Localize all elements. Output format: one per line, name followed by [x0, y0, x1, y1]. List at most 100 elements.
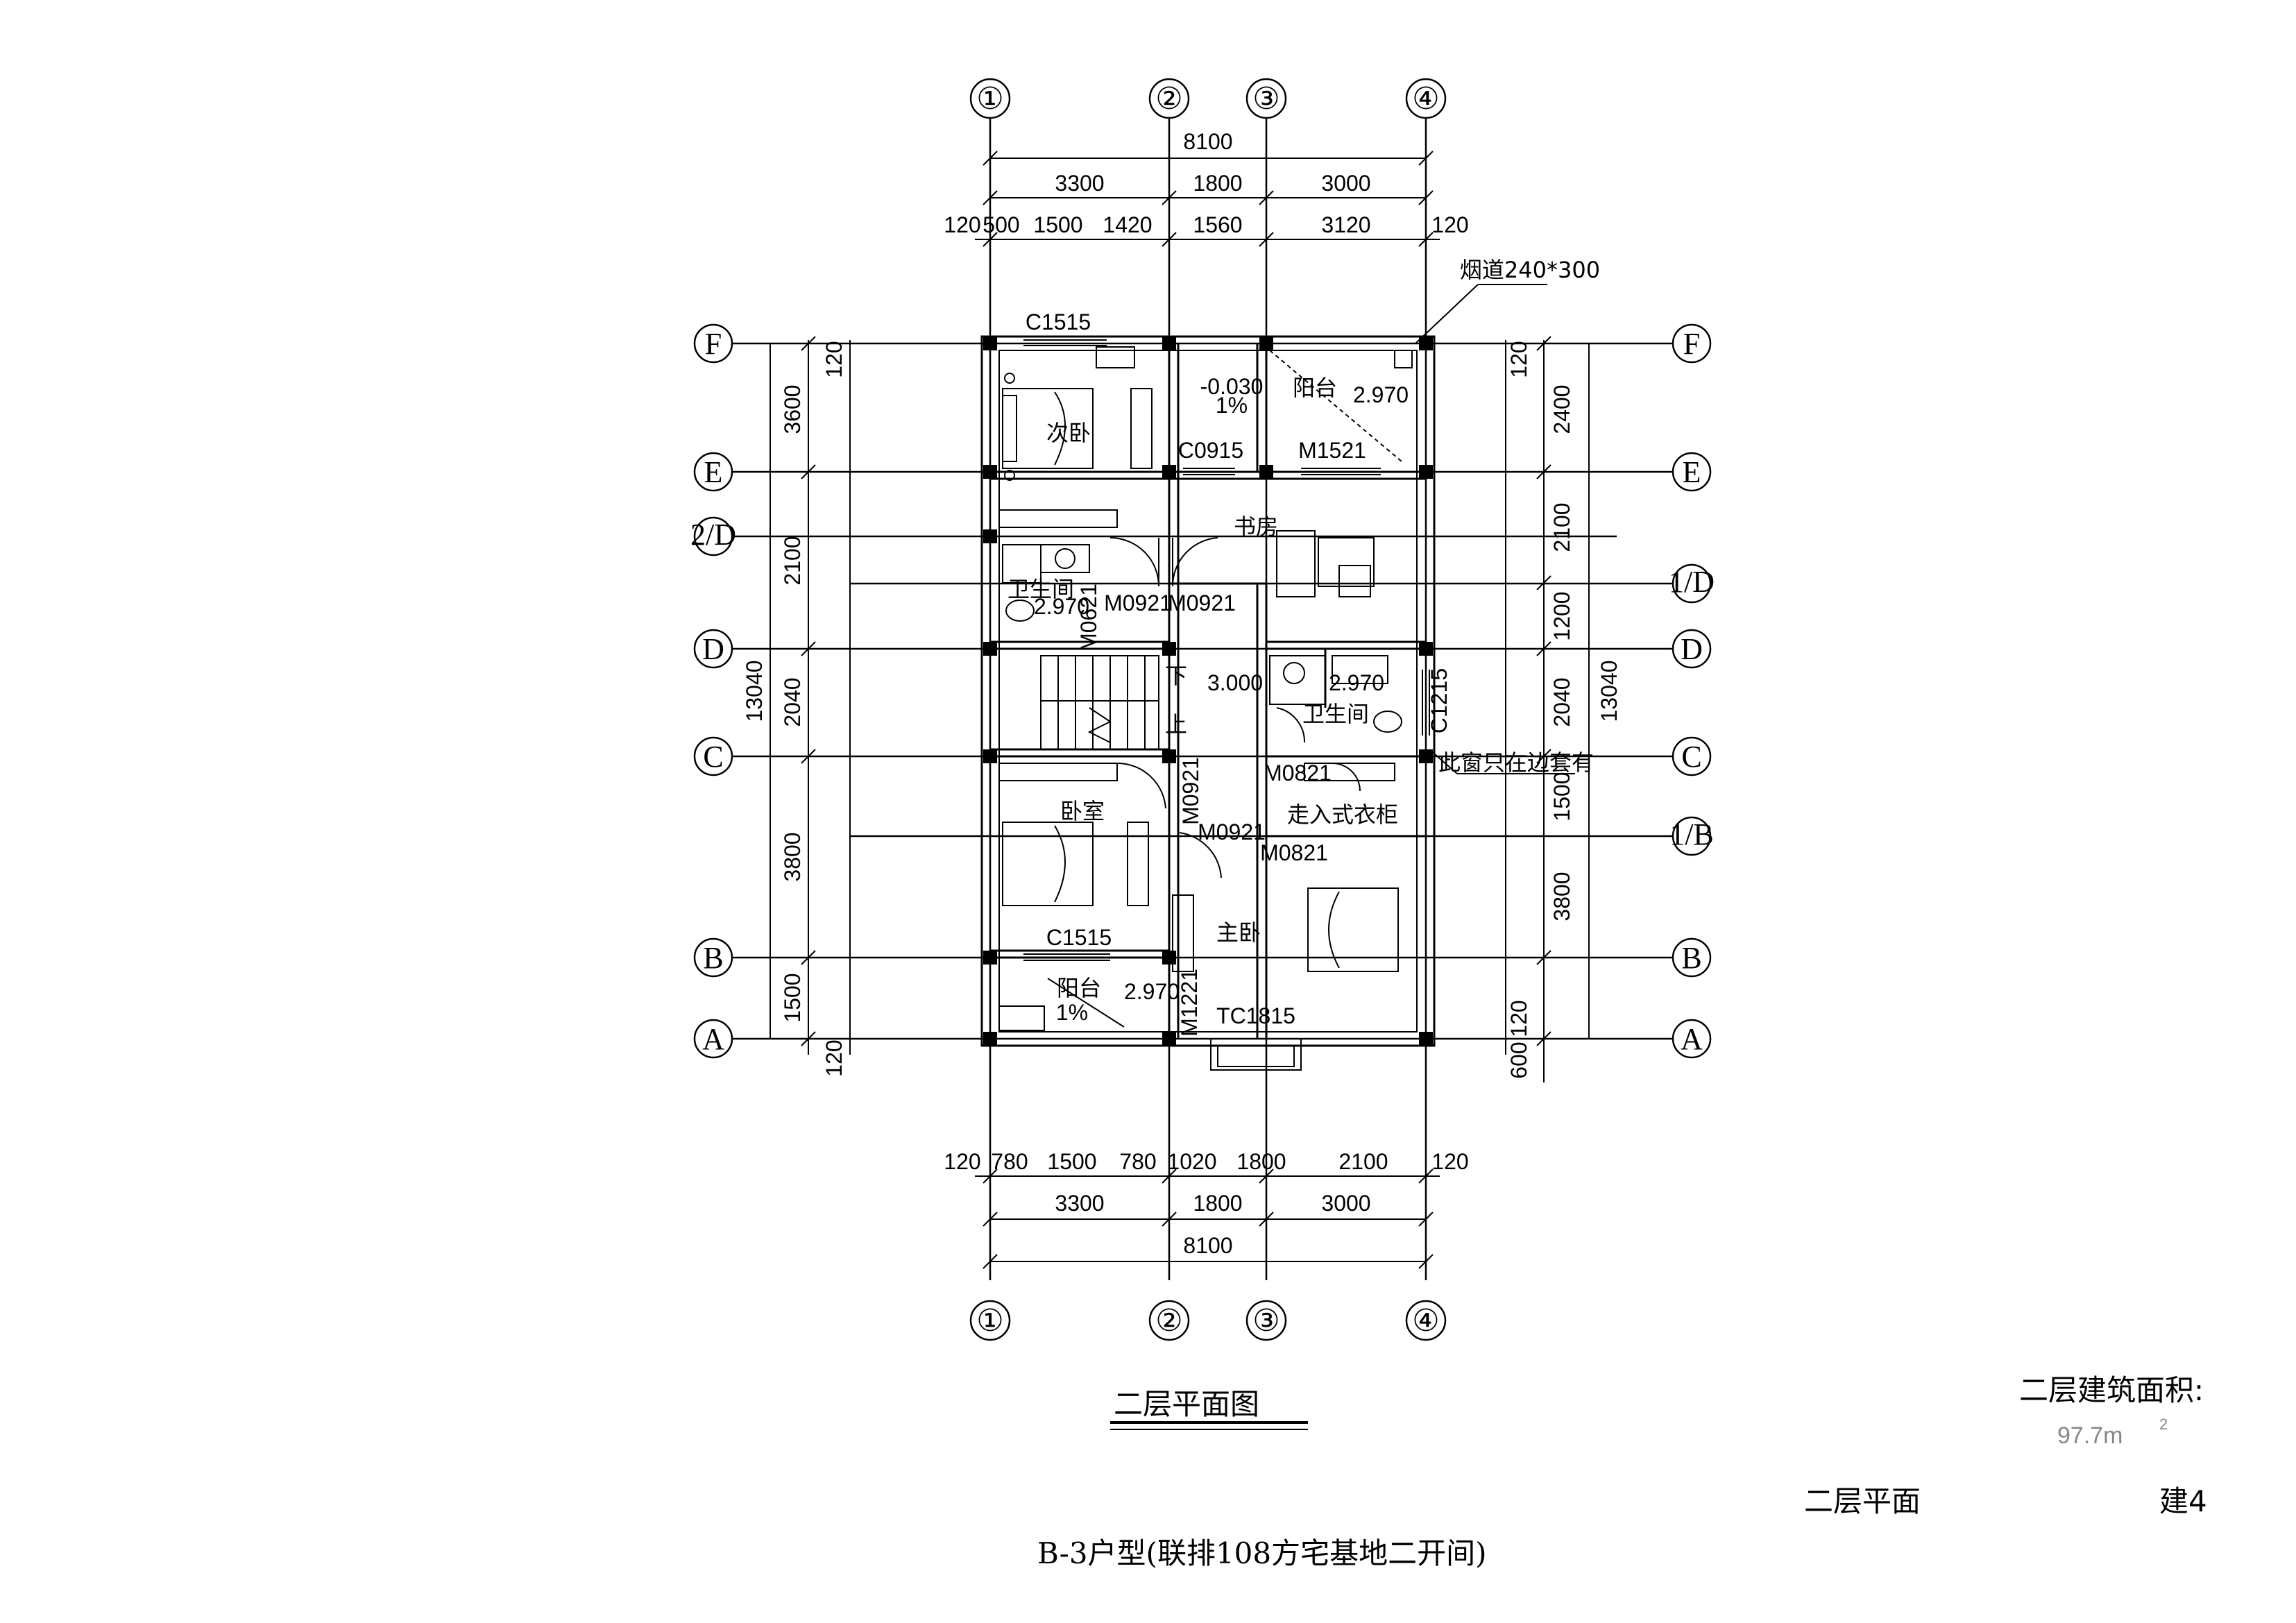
area-value: 97.7m [2057, 1422, 2123, 1449]
dim-top-detail-3: 1500 [1033, 212, 1082, 237]
room-label-study: 书房 [1234, 513, 1278, 540]
dim-right-bay-4: 2040 [1549, 677, 1574, 726]
dim-left-bay-1: 3600 [780, 384, 805, 434]
dim-bottom-detail-2: 780 [991, 1149, 1028, 1174]
opening-m0921-c: M0921 [1178, 757, 1203, 825]
dim-top-detail-7: 120 [1431, 212, 1468, 237]
axis-label-row-c-right: C [1681, 740, 1701, 774]
dim-left-bay-4: 3800 [780, 832, 805, 881]
dimension-lines [769, 151, 1590, 1269]
axis-grid [732, 118, 1672, 1280]
axis-bubbles [693, 78, 1712, 1341]
level-balcony-top-minus: -0.030 [1200, 374, 1264, 399]
room-label-bedroom2: 次卧 [1046, 420, 1091, 446]
axis-label-col-4: ④ [1412, 82, 1439, 116]
axis-label-col-3-bottom: ③ [1252, 1304, 1279, 1338]
dim-top-detail-1: 120 [944, 212, 980, 237]
dim-bottom-detail-8: 120 [1431, 1149, 1468, 1174]
opening-c1515-top: C1515 [1026, 309, 1091, 334]
opening-m0821-a: M0821 [1264, 760, 1332, 785]
dim-top-bay-3: 3000 [1321, 171, 1370, 196]
dim-left-total: 13040 [742, 661, 767, 722]
dim-right-edge-bottom: 120 [1506, 1000, 1531, 1037]
axis-label-col-1-bottom: ① [976, 1304, 1003, 1338]
dim-right-bay-1: 2400 [1549, 384, 1574, 434]
dim-left-edge-top: 120 [822, 341, 847, 377]
dim-right-total: 13040 [1597, 661, 1622, 722]
axis-label-col-2: ② [1155, 82, 1182, 116]
axis-label-row-b-right: B [1681, 941, 1701, 975]
level-bath-left: 2.970 [1034, 594, 1089, 619]
staircase [1040, 655, 1159, 750]
room-label-balcony-bottom: 阳台 [1057, 975, 1101, 1001]
axis-label-row-f: F [705, 327, 722, 361]
dim-right-bay-6: 3800 [1549, 872, 1574, 921]
level-stair: 3.000 [1207, 670, 1263, 695]
room-label-balcony-top: 阳台 [1293, 375, 1337, 401]
opening-m0921-b: M0921 [1168, 590, 1236, 615]
room-label-walkin: 走入式衣柜 [1287, 801, 1398, 828]
axis-label-row-1d: 1/D [1669, 565, 1715, 599]
opening-m0821-b: M0821 [1260, 840, 1328, 865]
area-unit-sup: 2 [2159, 1416, 2168, 1433]
level-balcony-top: 2.970 [1353, 382, 1409, 407]
level-balcony-bottom-slope: 1% [1056, 1000, 1088, 1025]
opening-m1221: M1221 [1177, 969, 1202, 1037]
dim-bottom-detail-7: 2100 [1338, 1149, 1388, 1174]
dim-bottom-detail-1: 120 [944, 1149, 980, 1174]
walls [980, 335, 1436, 1047]
axis-label-col-4-bottom: ④ [1412, 1304, 1439, 1338]
dim-left-bay-2: 2100 [780, 536, 805, 585]
note-window: 此窗只在边套有 [1438, 749, 1594, 776]
axis-label-col-3: ③ [1252, 82, 1279, 116]
opening-tc1815: TC1815 [1216, 1003, 1295, 1028]
dim-right-edge-top: 120 [1506, 341, 1531, 377]
dim-right-bay-3: 1200 [1549, 591, 1574, 640]
axis-label-row-e-right: E [1683, 455, 1701, 489]
dim-top-bay-1: 3300 [1055, 171, 1104, 196]
stair-down-label: 下 [1165, 663, 1187, 689]
opening-m0921-a: M0921 [1104, 590, 1172, 615]
stair-up-label: 上 [1165, 711, 1187, 738]
dim-bottom-detail-6: 1800 [1236, 1149, 1286, 1174]
dim-top-total: 8100 [1183, 129, 1232, 154]
furniture [998, 284, 1575, 1031]
dim-bottom-bay-2: 1800 [1193, 1191, 1242, 1216]
dim-right-bay-2: 2100 [1549, 502, 1574, 552]
axis-label-row-d: D [702, 632, 724, 666]
dim-bottom-total: 8100 [1183, 1233, 1232, 1258]
dim-right-bay-5: 1500 [1549, 772, 1574, 821]
axis-label-row-1b: 1/B [1669, 817, 1714, 851]
dim-top-detail-6: 3120 [1321, 212, 1370, 237]
axis-label-row-c: C [703, 740, 723, 774]
sheet-name: 二层平面 [1804, 1484, 1921, 1518]
dim-bottom-bay-3: 3000 [1321, 1191, 1370, 1216]
axis-label-row-2d: 2/D [690, 518, 736, 552]
axis-label-col-2-bottom: ② [1155, 1304, 1182, 1338]
axis-label-row-d-right: D [1681, 632, 1703, 666]
dim-bottom-detail-4: 780 [1119, 1149, 1156, 1174]
axis-label-col-1: ① [976, 82, 1003, 116]
axis-label-row-e: E [704, 455, 723, 489]
dim-bottom-bay-1: 3300 [1055, 1191, 1104, 1216]
axis-label-row-a: A [702, 1022, 724, 1056]
plan-title: 二层平面图 [1114, 1387, 1260, 1421]
axis-label-row-b: B [703, 941, 723, 975]
opening-c1215: C1215 [1427, 668, 1452, 733]
note-flue: 烟道240*300 [1460, 257, 1600, 283]
room-label-bedroom: 卧室 [1060, 798, 1105, 824]
opening-m0921-d: M0921 [1198, 819, 1266, 844]
axis-label-row-a-right: A [1681, 1022, 1703, 1056]
room-label-bath-right: 卫生间 [1302, 701, 1369, 727]
dim-bottom-detail-5: 1020 [1167, 1149, 1216, 1174]
dim-left-bay-3: 2040 [780, 677, 805, 726]
dim-top-bay-2: 1800 [1193, 171, 1242, 196]
dim-bottom-detail-3: 1500 [1047, 1149, 1096, 1174]
room-label-bath-left: 卫生间 [1007, 576, 1074, 602]
level-balcony-top-slope: 1% [1216, 393, 1248, 418]
dim-left-edge-bottom: 120 [822, 1039, 847, 1076]
level-balcony-bottom: 2.970 [1124, 979, 1180, 1004]
dim-top-detail-4: 1420 [1103, 212, 1152, 237]
opening-m0621: M0621 [1076, 584, 1101, 652]
house-type-caption: B-3户型(联排108方宅基地二开间) [1037, 1536, 1487, 1570]
